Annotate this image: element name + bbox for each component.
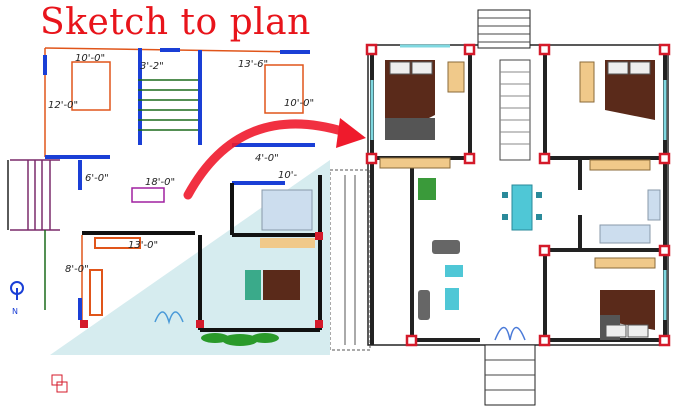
north-label: N: [12, 307, 18, 316]
svg-text:10'-0": 10'-0": [284, 98, 314, 109]
bed-icons: [385, 60, 655, 340]
svg-text:6'-0": 6'-0": [85, 173, 109, 184]
svg-text:13'-0": 13'-0": [128, 240, 158, 251]
svg-text:4'-0": 4'-0": [255, 153, 279, 164]
svg-text:12'-0": 12'-0": [48, 100, 78, 111]
finished-plan: [329, 9, 671, 406]
dimension-labels: 10'-0" 3'-2" 13'-6" 12'-0" 10'-0" 6'-0" …: [48, 53, 314, 275]
svg-text:10'-: 10'-: [278, 170, 297, 181]
svg-text:3'-2": 3'-2": [140, 61, 164, 72]
svg-text:18'-0": 18'-0": [145, 177, 175, 188]
svg-text:8'-0": 8'-0": [65, 264, 89, 275]
hand-sketch: N 10'-0" 3'-2" 13'-6" 12'-0" 10'-0" 6'-0…: [7, 47, 330, 355]
curved-arrow-icon: [183, 118, 366, 200]
svg-text:13'-6": 13'-6": [238, 59, 268, 70]
title: Sketch to plan: [40, 2, 311, 43]
svg-text:10'-0": 10'-0": [75, 53, 105, 64]
logo-icon: [51, 374, 68, 393]
